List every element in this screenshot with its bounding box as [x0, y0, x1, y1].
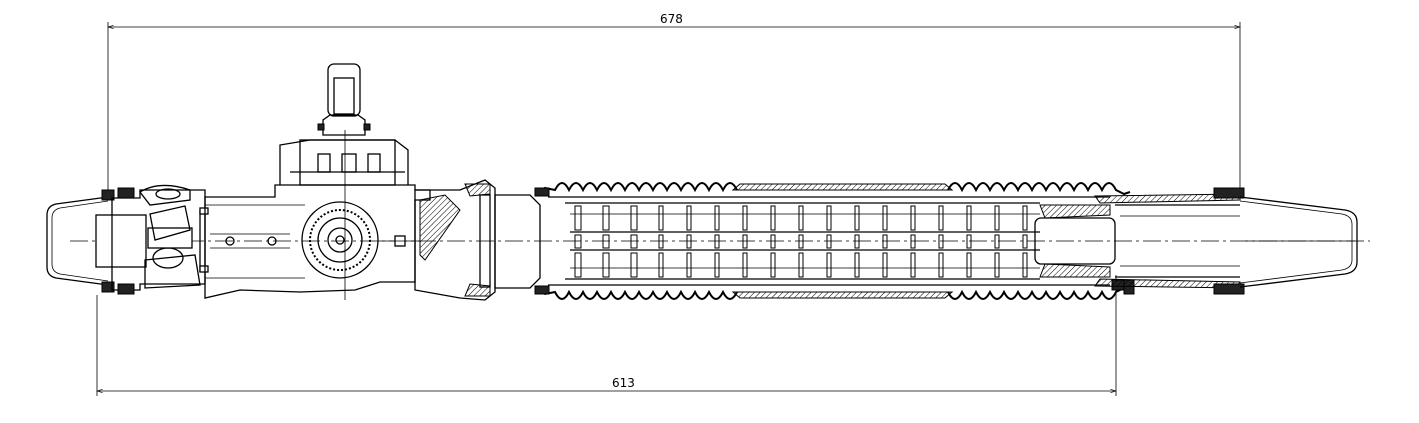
cage-slot	[658, 205, 664, 231]
cage-slot	[686, 252, 692, 278]
cage-slot	[602, 252, 610, 278]
cage-slot	[742, 205, 748, 231]
cage-slot	[1022, 252, 1028, 278]
cage-slot	[798, 252, 804, 278]
pinion-gear	[301, 201, 379, 279]
cage-slot	[686, 234, 692, 249]
cage-slot	[994, 205, 1000, 231]
dimension-rack-label: 613	[612, 376, 635, 390]
cage-slot	[1022, 234, 1028, 249]
left-bellows	[534, 182, 738, 300]
cage-slot	[602, 205, 610, 231]
cage-slot	[630, 252, 638, 278]
cage-slot	[602, 234, 610, 249]
dimension-overall: 678	[108, 12, 1240, 190]
cage-slot	[658, 252, 664, 278]
left-end-cap	[46, 189, 147, 293]
cage-slot	[882, 205, 888, 231]
cage-slot	[798, 234, 804, 249]
right-end-cap	[1213, 187, 1358, 295]
cage-slot	[854, 234, 860, 249]
cage-slot	[966, 252, 972, 278]
cage-slot	[798, 205, 804, 231]
cage-slot	[966, 205, 972, 231]
cage-slot	[826, 252, 832, 278]
cage-slot	[714, 252, 720, 278]
cage-slot	[630, 205, 638, 231]
cage-slot	[742, 234, 748, 249]
cage-slot	[574, 252, 582, 278]
cage-slot	[574, 234, 582, 249]
cage-slot	[770, 234, 776, 249]
cage-slot	[630, 234, 638, 249]
cage-slot	[770, 252, 776, 278]
cage-slot	[826, 234, 832, 249]
cage-slot	[854, 205, 860, 231]
cage-slot	[714, 205, 720, 231]
gear-housing	[204, 63, 431, 300]
cage-slot	[910, 205, 916, 231]
cage-slot	[742, 252, 748, 278]
cage-slot	[938, 252, 944, 278]
cage-slot	[938, 205, 944, 231]
cage-slot	[882, 234, 888, 249]
middle-tube	[548, 183, 1110, 299]
cage-slot	[994, 252, 1000, 278]
cage-slot	[882, 252, 888, 278]
right-tie-rod	[1034, 193, 1241, 289]
cage-slot	[1022, 205, 1028, 231]
cage-slot	[686, 205, 692, 231]
dimension-overall-label: 678	[660, 12, 683, 26]
cage-slot	[966, 234, 972, 249]
cage-slot	[826, 205, 832, 231]
cage-slot	[910, 252, 916, 278]
cage-slot	[714, 234, 720, 249]
transition-housing	[414, 179, 541, 301]
cage-slot	[658, 234, 664, 249]
dimension-rack: 613	[97, 275, 1116, 396]
cage-slot	[854, 252, 860, 278]
cage-slot	[938, 234, 944, 249]
cage-slot	[574, 205, 582, 231]
cage-slot	[994, 234, 1000, 249]
cage-slot	[910, 234, 916, 249]
cage-slot	[770, 205, 776, 231]
rack-cage	[574, 205, 1028, 278]
